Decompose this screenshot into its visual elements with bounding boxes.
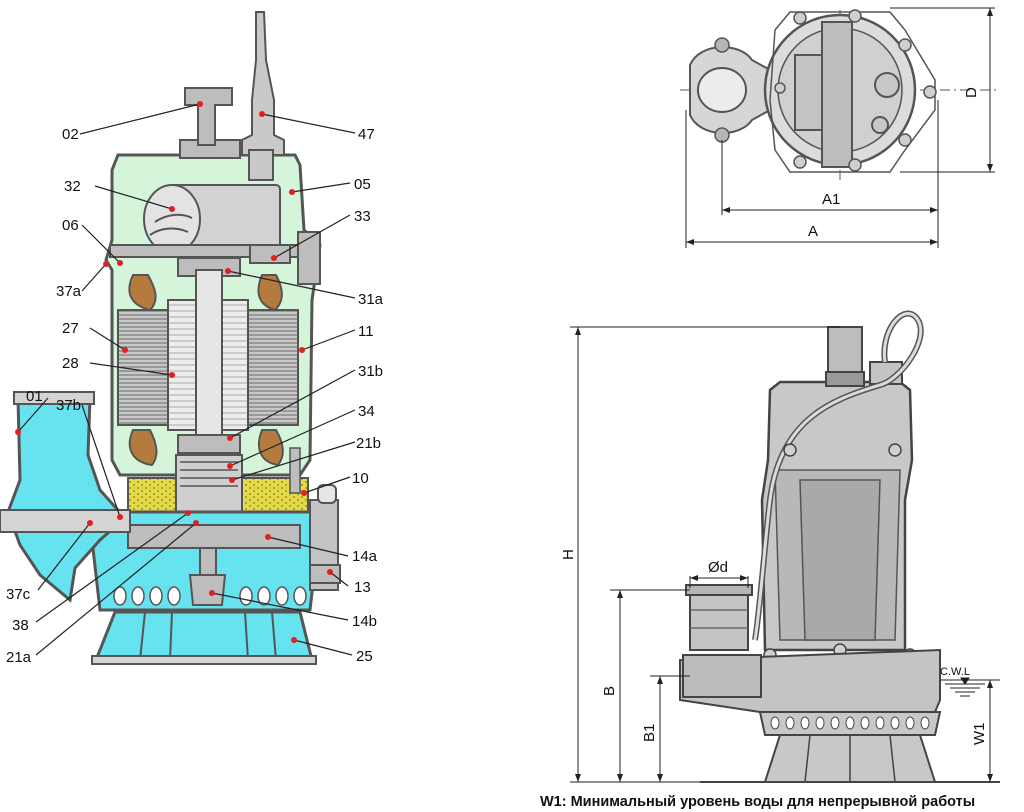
label-31b: 31b — [358, 363, 383, 380]
label-13: 13 — [354, 579, 371, 596]
dim-h: H — [560, 549, 577, 560]
label-10: 10 — [352, 470, 369, 487]
dim-w1: W1 — [971, 723, 988, 746]
side-view: H B B1 W1 Ød C.W.L — [560, 310, 1000, 783]
label-47: 47 — [358, 126, 375, 143]
label-38: 38 — [12, 617, 29, 634]
label-27: 27 — [62, 320, 79, 337]
dim-a1: A1 — [822, 191, 840, 208]
label-05: 05 — [354, 176, 371, 193]
label-32: 32 — [64, 178, 81, 195]
label-02: 02 — [62, 126, 79, 143]
label-01: 01 — [26, 388, 43, 405]
label-11: 11 — [358, 323, 374, 340]
label-37b: 37b — [56, 397, 81, 414]
dim-od: Ød — [708, 559, 728, 576]
label-37a: 37a — [56, 283, 82, 300]
dim-b: B — [601, 686, 618, 696]
dim-b1: B1 — [641, 724, 658, 742]
dim-a: A — [808, 223, 818, 240]
label-25: 25 — [356, 648, 373, 665]
dim-d: D — [963, 87, 980, 98]
footnote: W1: Минимальный уровень воды для непреры… — [540, 794, 975, 810]
label-37c: 37c — [6, 586, 31, 603]
label-34: 34 — [358, 403, 375, 420]
label-06: 06 — [62, 217, 79, 234]
label-21a: 21a — [6, 649, 32, 666]
top-view: A1 A D — [680, 7, 1000, 248]
label-28: 28 — [62, 355, 79, 372]
label-14b: 14b — [352, 613, 377, 630]
cwl-label: C.W.L — [940, 666, 970, 678]
label-31a: 31a — [358, 291, 384, 308]
label-21b: 21b — [356, 435, 381, 452]
label-14a: 14a — [352, 548, 378, 565]
cross-section-view: 02 47 05 32 06 33 37a 31a 27 11 28 31b 0… — [0, 11, 384, 666]
label-33: 33 — [354, 208, 371, 225]
